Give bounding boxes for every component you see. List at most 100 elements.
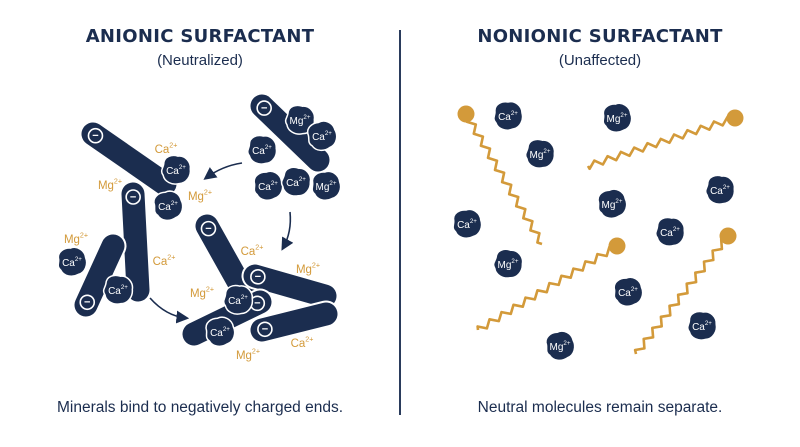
ion-label: Mg2+ bbox=[550, 340, 571, 353]
nonionic-caption: Neutral molecules remain separate. bbox=[477, 399, 723, 416]
ion-label: Ca2+ bbox=[457, 218, 477, 231]
magnesium-ion: Mg2+ bbox=[594, 186, 630, 222]
hydrophobic-tail bbox=[633, 234, 729, 355]
ion-label: Mg2+ bbox=[316, 180, 337, 193]
magnesium-ion: Mg2+ bbox=[490, 246, 526, 282]
magnesium-ion: Mg2+ bbox=[542, 328, 578, 364]
binding-arrow bbox=[149, 297, 190, 324]
ion-label: Ca2+ bbox=[166, 164, 186, 177]
calcium-ion: Ca2+ bbox=[611, 274, 646, 309]
svg-text:−: − bbox=[84, 297, 90, 309]
ion-label: Ca2+ bbox=[692, 320, 712, 333]
calcium-ion: Ca2+ bbox=[221, 283, 255, 317]
magnesium-ion: Mg2+ bbox=[282, 102, 318, 138]
free-calcium-label: Ca2+ bbox=[241, 244, 264, 259]
calcium-ion: Ca2+ bbox=[303, 117, 341, 155]
nonionic-surfactant bbox=[633, 227, 737, 355]
ion-label: Ca2+ bbox=[498, 110, 518, 123]
anionic-caption: Minerals bind to negatively charged ends… bbox=[56, 399, 344, 416]
nonionic-surfactant bbox=[457, 105, 543, 246]
surfactant-rod: − bbox=[248, 92, 332, 174]
calcium-ion: Ca2+ bbox=[493, 100, 524, 131]
neutral-head-icon bbox=[719, 227, 737, 245]
ion-label: Ca2+ bbox=[710, 184, 730, 197]
ion-label: Ca2+ bbox=[286, 176, 306, 189]
calcium-ion: Ca2+ bbox=[55, 245, 89, 279]
calcium-ion: Ca2+ bbox=[245, 133, 279, 167]
hydrophobic-tail bbox=[464, 113, 543, 246]
magnesium-ion: Mg2+ bbox=[522, 136, 558, 172]
calcium-ion: Ca2+ bbox=[653, 215, 687, 249]
calcium-ion: Ca2+ bbox=[150, 188, 186, 224]
free-magnesium-label: Mg2+ bbox=[188, 189, 212, 204]
calcium-ion: Ca2+ bbox=[159, 153, 194, 187]
negative-charge-icon: − bbox=[87, 127, 104, 144]
ion-label: Mg2+ bbox=[498, 258, 519, 271]
free-magnesium-label: Mg2+ bbox=[98, 178, 122, 193]
ion-label: Ca2+ bbox=[228, 294, 248, 307]
magnesium-ion: Mg2+ bbox=[309, 169, 343, 203]
neutral-head-icon bbox=[457, 105, 475, 123]
ion-label: Mg2+ bbox=[607, 112, 628, 125]
nonionic-surfactant bbox=[586, 109, 744, 171]
neutral-head-icon bbox=[726, 109, 744, 127]
negative-charge-icon: − bbox=[250, 269, 266, 285]
negative-charge-icon: − bbox=[257, 321, 273, 338]
anionic-subtitle: (Neutralized) bbox=[157, 52, 243, 69]
surfactant-rod: − bbox=[119, 180, 152, 304]
ion-label: Ca2+ bbox=[618, 286, 638, 299]
hydrophobic-tail bbox=[476, 244, 618, 331]
binding-arrow bbox=[203, 162, 243, 180]
svg-text:−: − bbox=[255, 271, 261, 283]
ion-label: Ca2+ bbox=[158, 200, 178, 213]
free-calcium-label: Ca2+ bbox=[291, 336, 314, 351]
ion-label: Ca2+ bbox=[108, 284, 128, 297]
negative-charge-icon: − bbox=[256, 100, 272, 116]
ion-label: Ca2+ bbox=[312, 130, 332, 143]
magnesium-ion: Mg2+ bbox=[600, 101, 634, 135]
calcium-ion: Ca2+ bbox=[703, 173, 738, 207]
surfactant-rod: − bbox=[241, 262, 339, 310]
calcium-ion: Ca2+ bbox=[251, 168, 286, 203]
svg-text:−: − bbox=[261, 102, 267, 114]
panel-divider bbox=[399, 30, 401, 415]
free-magnesium-label: Mg2+ bbox=[236, 348, 260, 363]
ion-label: Ca2+ bbox=[252, 144, 272, 157]
svg-text:−: − bbox=[92, 130, 98, 142]
hydrophobic-tail bbox=[586, 115, 736, 171]
negative-charge-icon: − bbox=[125, 189, 141, 205]
neutral-head-icon bbox=[608, 237, 626, 255]
surfactant-rod: − bbox=[72, 232, 127, 319]
negative-charge-icon: − bbox=[79, 294, 96, 311]
svg-text:−: − bbox=[262, 324, 268, 336]
ion-label: Ca2+ bbox=[258, 180, 278, 193]
surfactant-rod: − bbox=[193, 212, 258, 306]
anionic-title: ANIONIC SURFACTANT bbox=[85, 26, 315, 47]
ion-label: Ca2+ bbox=[62, 256, 82, 269]
free-magnesium-label: Mg2+ bbox=[190, 286, 214, 301]
ion-label: Mg2+ bbox=[530, 148, 551, 161]
ion-label: Mg2+ bbox=[602, 198, 623, 211]
nonionic-title: NONIONIC SURFACTANT bbox=[477, 26, 723, 47]
svg-text:−: − bbox=[205, 223, 211, 235]
negative-charge-icon: − bbox=[200, 220, 217, 237]
calcium-ion: Ca2+ bbox=[685, 309, 719, 343]
nonionic-subtitle: (Unaffected) bbox=[558, 52, 642, 69]
calcium-ion: Ca2+ bbox=[278, 164, 314, 200]
svg-text:−: − bbox=[254, 298, 260, 310]
surfactant-rod: − bbox=[248, 300, 340, 344]
calcium-ion: Ca2+ bbox=[451, 207, 484, 240]
free-calcium-label: Ca2+ bbox=[155, 142, 178, 157]
free-magnesium-label: Mg2+ bbox=[64, 232, 88, 247]
nonionic-surfactant bbox=[476, 237, 626, 331]
nonionic-field: Ca2+ Mg2+ Mg2+ Ca2+ Mg2+ Ca2+ Ca2+ Mg2+ Ca2+ Ca2+… bbox=[451, 100, 744, 364]
calcium-ion: Ca2+ bbox=[100, 272, 136, 308]
free-magnesium-label: Mg2+ bbox=[296, 262, 320, 277]
free-calcium-label: Ca2+ bbox=[153, 254, 176, 269]
ion-label: Ca2+ bbox=[660, 226, 680, 239]
surfactant-rod: − bbox=[79, 120, 179, 198]
ion-label: Ca2+ bbox=[210, 326, 230, 339]
binding-arrow bbox=[281, 211, 294, 251]
